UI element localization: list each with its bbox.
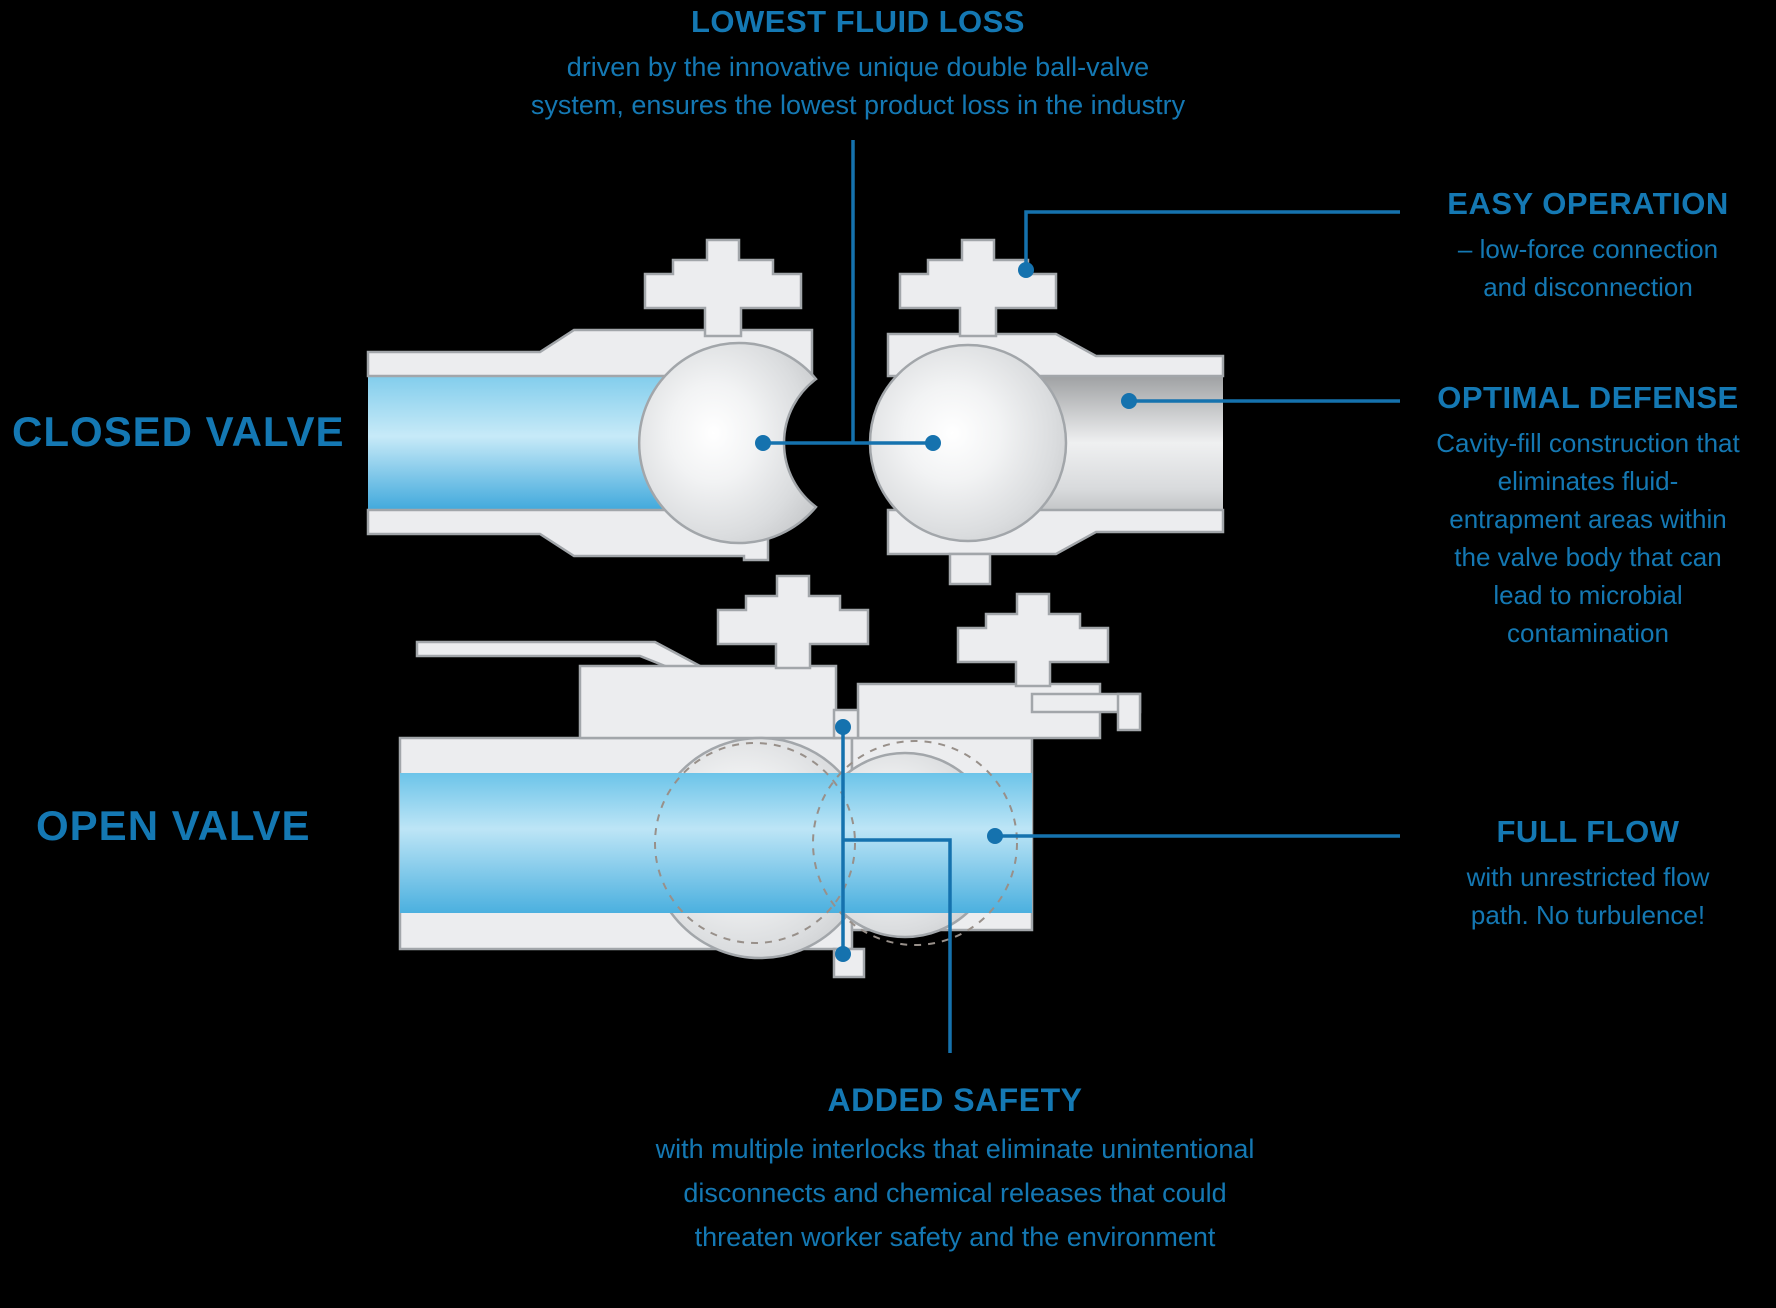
annotation-added-safety-body: with multiple interlocks that eliminate …	[655, 1133, 1255, 1252]
closed-left-tower	[643, 238, 803, 338]
leader-dot-full-flow	[987, 828, 1003, 844]
leader-easy-operation	[1018, 210, 1400, 278]
annotation-full-flow: FULL FLOW with unrestricted flow path. N…	[1398, 814, 1776, 934]
leader-lowest-fluid-loss	[755, 140, 941, 451]
closed-left-ball	[637, 341, 818, 545]
open-right-tower	[956, 592, 1110, 688]
annotation-lowest-fluid-loss-title: LOWEST FLUID LOSS	[691, 4, 1025, 39]
open-valve-group	[398, 574, 1142, 979]
closed-right-tower	[898, 238, 1058, 338]
annotation-full-flow-title: FULL FLOW	[1496, 814, 1680, 849]
leader-dot-top-interlock	[835, 719, 851, 735]
open-valve-label: OPEN VALVE	[36, 802, 311, 849]
annotation-easy-operation-title: EASY OPERATION	[1447, 186, 1729, 221]
open-flow-pipe	[400, 773, 1032, 913]
open-left-tower	[716, 574, 870, 670]
open-left-ball-dashed-outline	[654, 742, 856, 944]
leader-dot-easy-operation	[1018, 262, 1034, 278]
leader-full-flow	[987, 828, 1400, 844]
closed-right-bottom-tab	[948, 552, 992, 586]
open-left-deck	[578, 664, 838, 740]
leader-added-safety	[835, 719, 952, 1053]
annotation-full-flow-body: with unrestricted flow path. No turbulen…	[1466, 861, 1710, 930]
annotation-added-safety: ADDED SAFETY with multiple interlocks th…	[555, 1082, 1355, 1259]
leader-dot-right-ball	[925, 435, 941, 451]
annotation-optimal-defense-title: OPTIMAL DEFENSE	[1437, 380, 1739, 415]
annotation-lowest-fluid-loss-body: driven by the innovative unique double b…	[530, 51, 1186, 120]
leader-dot-bottom-interlock	[835, 946, 851, 962]
annotation-easy-operation-body: – low-force connection and disconnection	[1457, 233, 1719, 302]
open-right-ball-dashed-outline	[812, 740, 1018, 946]
leader-dot-optimal-defense	[1121, 393, 1137, 409]
leader-optimal-defense	[1121, 393, 1400, 409]
annotation-lowest-fluid-loss: LOWEST FLUID LOSS driven by the innovati…	[408, 4, 1308, 124]
closed-fluid-pipe	[368, 376, 668, 510]
annotation-optimal-defense-body: Cavity-fill construction that eliminates…	[1436, 427, 1740, 648]
leader-lines	[755, 140, 1400, 1053]
annotation-optimal-defense: OPTIMAL DEFENSE Cavity-fill construction…	[1398, 380, 1776, 652]
closed-valve-group	[366, 238, 1225, 586]
leader-dot-left-ball	[755, 435, 771, 451]
annotation-easy-operation: EASY OPERATION – low-force connection an…	[1398, 186, 1776, 306]
annotation-added-safety-title: ADDED SAFETY	[827, 1082, 1083, 1118]
closed-valve-label: CLOSED VALVE	[12, 408, 345, 455]
open-right-arm-step	[1116, 692, 1142, 732]
